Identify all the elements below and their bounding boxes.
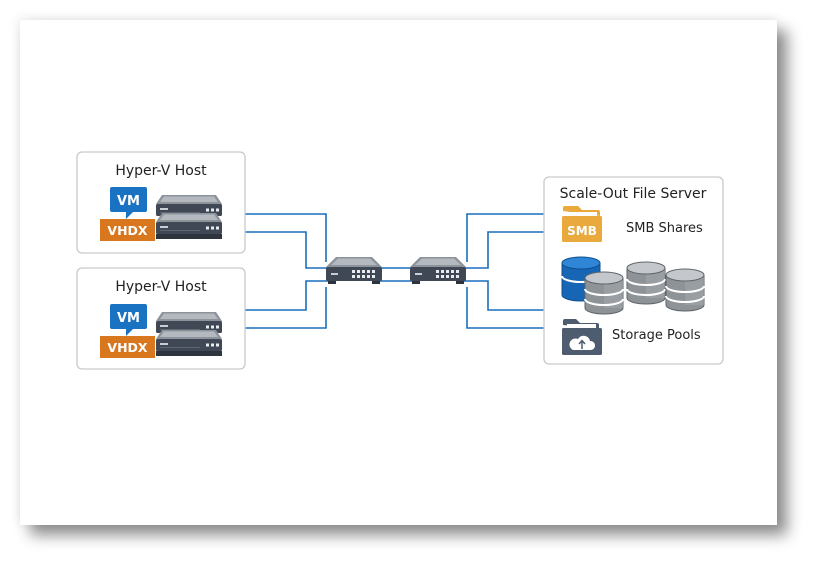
network-links [222,213,544,329]
vm-badge: VM [110,187,147,219]
disk-gray-icon [665,268,705,312]
sofs-title: Scale-Out File Server [560,186,707,202]
vhdx-label: VHDX [107,340,148,355]
link-host1-a [222,213,327,262]
network-switch-2 [410,257,466,284]
link-sofs-d [466,287,544,329]
network-switch-icon [410,257,466,284]
smb-folder-icon: SMB [562,206,602,242]
vm-badge: VM [110,304,147,336]
smb-folder-label: SMB [567,224,597,238]
disk-gray-icon [584,271,624,315]
storage-pools-folder-icon [562,319,602,355]
link-host2-b [222,287,327,329]
smb-shares-label: SMB Shares [626,221,703,236]
disk-gray-icon [626,261,666,305]
link-sofs-a [466,213,544,262]
storage-pools-label: Storage Pools [612,328,701,343]
link-sofs-c [464,280,544,311]
hyperv-host-1: Hyper-V Host VM VHDX [76,151,246,254]
link-host1-b [222,231,328,269]
vm-label: VM [117,194,140,209]
storage-disks [561,256,705,315]
link-host2-a [222,280,328,311]
server-icon [156,195,222,239]
vhdx-badge: VHDX [100,336,155,358]
vhdx-badge: VHDX [100,219,155,241]
network-switch-1 [326,257,382,284]
link-sofs-b [464,231,544,269]
host-title: Hyper-V Host [115,163,207,179]
hyperv-host-2: Hyper-V Host VM VHDX [76,267,246,370]
vm-label: VM [117,311,140,326]
server-icon [156,312,222,356]
vhdx-label: VHDX [107,223,148,238]
host-title: Hyper-V Host [115,279,207,295]
network-switch-icon [326,257,382,284]
scale-out-file-server: Scale-Out File Server SMB SMB Shares [543,176,724,365]
